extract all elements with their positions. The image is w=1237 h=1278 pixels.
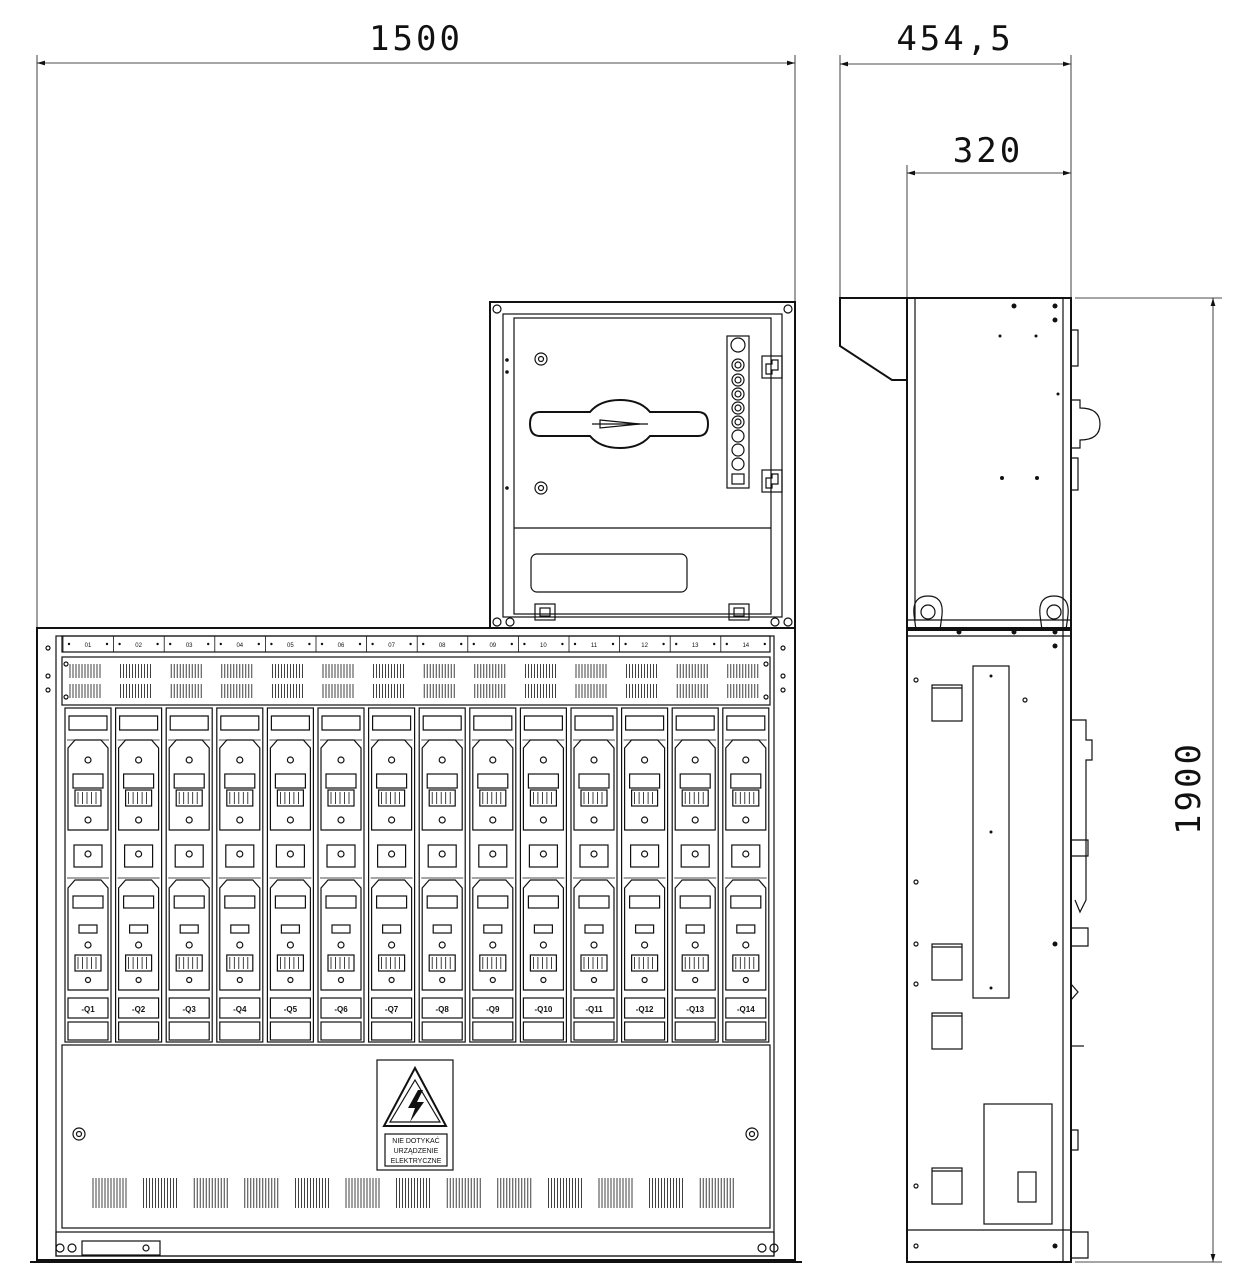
dimension-side-depth-body-label: 320 (953, 131, 1023, 171)
fuse-switch-column[interactable]: -Q12 (620, 707, 669, 1043)
dimension-side-depth-body: 320 (906, 131, 1071, 297)
feeder-number-label: 09 (489, 643, 496, 649)
fuse-switch-disconnectors: -Q1 -Q2 -Q3 -Q4 -Q5 -Q6 -Q7 -Q8 -Q9 -Q10 -Q11 -Q12 -… (64, 707, 770, 1043)
feeder-number-label: 13 (692, 643, 699, 649)
feeder-number-label: 11 (591, 643, 598, 649)
fuse-label: -Q7 (385, 1005, 399, 1014)
feeder-number-label: 06 (338, 643, 345, 649)
feeder-number-label: 14 (742, 643, 749, 649)
fuse-label: -Q13 (686, 1005, 704, 1014)
fuse-label: -Q5 (284, 1005, 298, 1014)
dimension-front-width: 1500 (36, 19, 796, 628)
fuse-label: -Q10 (535, 1005, 553, 1014)
fuse-label: -Q6 (334, 1005, 348, 1014)
feeder-number-label: 08 (439, 643, 446, 649)
warning-sign: NIE DOTYKAĆ URZĄDZENIE ELEKTRYCZNE (376, 1059, 454, 1171)
dimension-height: 1900 (1075, 297, 1222, 1263)
fuse-switch-column[interactable]: -Q13 (671, 707, 719, 1043)
fuse-switch-column[interactable]: -Q5 (266, 707, 314, 1043)
warning-line-3: ELEKTRYCZNE (391, 1158, 442, 1165)
switch-cabinet (489, 301, 796, 629)
fuse-switch-column[interactable]: -Q14 (722, 707, 770, 1043)
fuse-label: -Q4 (233, 1005, 247, 1014)
indicator-lamp-column (726, 335, 750, 489)
fuse-label: -Q9 (486, 1005, 500, 1014)
top-ventilation-grilles (69, 664, 759, 698)
dimension-side-depth-total: 454,5 (839, 19, 1072, 297)
fuse-label: -Q14 (737, 1005, 755, 1014)
fuse-switch-column[interactable]: -Q8 (418, 707, 466, 1043)
feeder-number-label: 01 (85, 643, 92, 649)
feeder-number-label: 07 (388, 643, 395, 649)
fuse-switch-column[interactable]: -Q11 (570, 707, 618, 1043)
fuse-label: -Q8 (436, 1005, 450, 1014)
fuse-label: -Q11 (585, 1005, 603, 1014)
side-view (839, 297, 1101, 1263)
bottom-ventilation-grilles (92, 1178, 734, 1208)
feeder-number-label: 12 (641, 643, 648, 649)
fuse-switch-column[interactable]: -Q6 (317, 707, 365, 1043)
fuse-switch-column[interactable]: -Q3 (165, 707, 213, 1043)
fuse-switch-column[interactable]: -Q9 (469, 707, 517, 1043)
dimension-front-width-label: 1500 (369, 19, 463, 59)
fuse-switch-column[interactable]: -Q2 (114, 707, 163, 1043)
main-cabinet (30, 627, 802, 1263)
warning-line-2: URZĄDZENIE (394, 1148, 439, 1155)
fuse-label: -Q12 (636, 1005, 654, 1014)
fuse-label: -Q1 (81, 1005, 95, 1014)
feeder-number-label: 03 (186, 643, 193, 649)
warning-line-1: NIE DOTYKAĆ (392, 1136, 439, 1145)
fuse-switch-column[interactable]: -Q4 (216, 707, 264, 1043)
feeder-number-label: 10 (540, 643, 547, 649)
feeder-number-label: 04 (236, 643, 243, 649)
feeder-number-label: 02 (135, 643, 142, 649)
feeder-number-strip: 01 02 03 04 05 06 07 08 09 10 11 12 13 14 (61, 635, 771, 653)
feeder-number-label: 05 (287, 643, 294, 649)
lightning-icon (408, 1090, 424, 1122)
dimension-side-depth-total-label: 454,5 (896, 19, 1013, 59)
fuse-switch-column[interactable]: -Q1 (64, 707, 112, 1043)
fuse-switch-column[interactable]: -Q10 (519, 707, 568, 1043)
fuse-label: -Q2 (132, 1005, 146, 1014)
rotary-switch-handle[interactable] (528, 398, 710, 450)
fuse-switch-column[interactable]: -Q7 (368, 707, 416, 1043)
fuse-label: -Q3 (183, 1005, 197, 1014)
dimension-height-label: 1900 (1169, 741, 1209, 835)
